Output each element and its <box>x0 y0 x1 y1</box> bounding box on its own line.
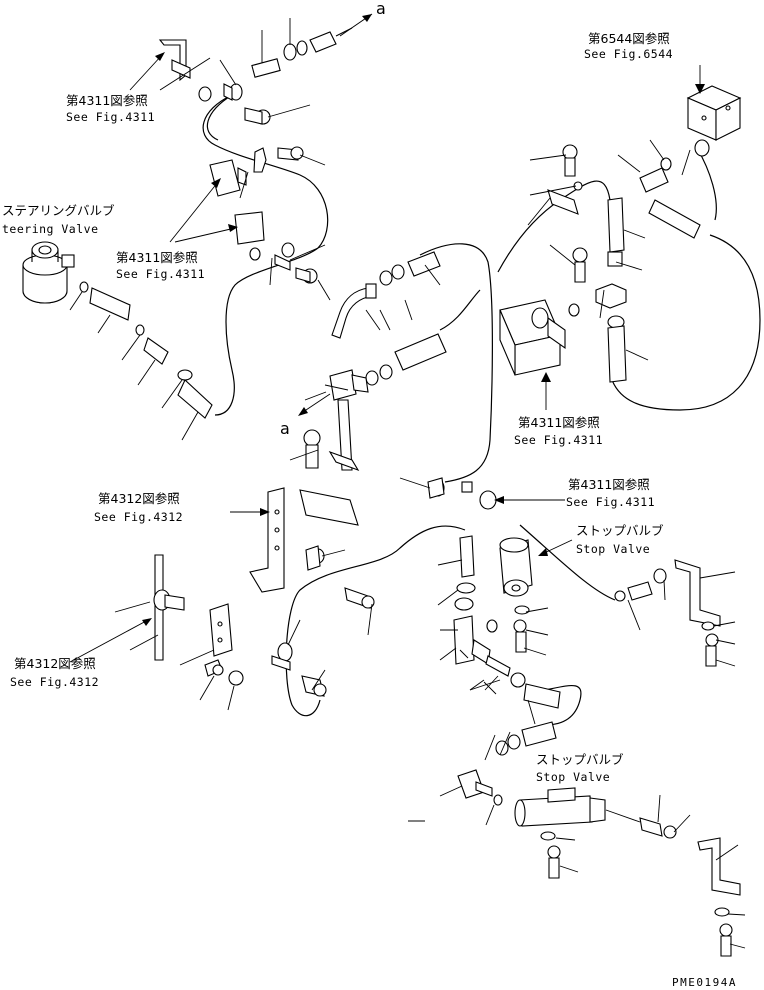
stop-valve-upper-ja: ストップバルブ <box>576 523 664 538</box>
ref-6544-en: See Fig.6544 <box>584 47 673 61</box>
stop-valve-lower-en: Stop Valve <box>536 770 610 784</box>
steering-valve-ja: ステアリングバルブ <box>2 203 115 218</box>
ref-6544-ja: 第6544図参照 <box>588 31 670 46</box>
top-assembly <box>158 13 373 284</box>
right-upper-assembly <box>499 65 742 410</box>
ref-4311-mid-en: See Fig.4311 <box>116 267 205 281</box>
marker-a-lower: a <box>280 419 290 438</box>
hose-lines <box>202 94 761 726</box>
stop-valve-lower-ja: ストップバルブ <box>536 752 624 767</box>
stop-valve-upper-en: Stop Valve <box>576 542 650 556</box>
ref-4312-mid-en: See Fig.4312 <box>94 510 183 524</box>
ref-arrows <box>129 52 238 243</box>
ref-4312-left-en: See Fig.4312 <box>10 675 99 689</box>
ref-4312-mid-ja: 第4312図参照 <box>98 491 180 506</box>
lower-center-assembly <box>271 535 561 709</box>
ref-4311-mid-ja: 第4311図参照 <box>116 250 198 265</box>
stop-valve-upper <box>494 496 736 667</box>
left-lower-assembly <box>69 487 285 711</box>
leader-lines <box>159 18 331 301</box>
ref-4311-top-ja: 第4311図参照 <box>66 93 148 108</box>
labels: a a 第4311図参照 See Fig.4311 第4311図参照 See F… <box>2 0 737 989</box>
drawing-code: PME0194A <box>672 976 737 989</box>
steering-valve <box>22 241 213 441</box>
ref-4311-lower-en: See Fig.4311 <box>566 495 655 509</box>
stop-valve-lower <box>408 699 746 957</box>
center-assembly <box>289 251 497 526</box>
ref-4311-lower-ja: 第4311図参照 <box>568 477 650 492</box>
ref-4311-top-en: See Fig.4311 <box>66 110 155 124</box>
ref-4311-right-en: See Fig.4311 <box>514 433 603 447</box>
ref-4312-left-ja: 第4312図参照 <box>14 656 96 671</box>
marker-a-top: a <box>376 0 386 18</box>
steering-valve-en: teering Valve <box>2 222 99 236</box>
ref-4311-right-ja: 第4311図参照 <box>518 415 600 430</box>
